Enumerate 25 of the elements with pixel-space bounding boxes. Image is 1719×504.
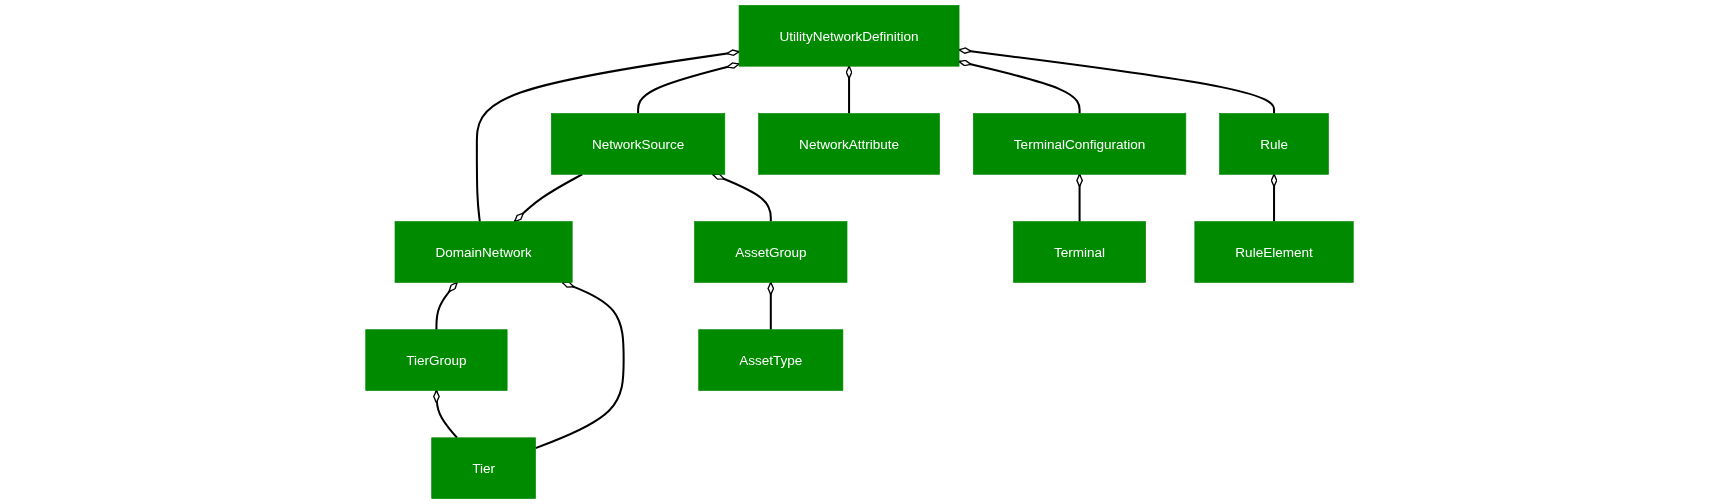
node-box: AssetGroup <box>694 221 848 283</box>
node-box: NetworkSource <box>551 113 726 175</box>
node-box: Terminal <box>1013 221 1146 283</box>
node-box: TierGroup <box>365 329 508 391</box>
connector <box>958 47 1276 114</box>
connector <box>767 281 775 330</box>
connector <box>433 389 458 439</box>
node-box: AssetType <box>698 329 844 391</box>
connector <box>845 65 853 114</box>
connector <box>958 59 1081 114</box>
connector <box>1270 173 1278 222</box>
node-box: UtilityNetworkDefinition <box>738 5 960 67</box>
node-box: NetworkAttribute <box>758 113 940 175</box>
connector <box>475 49 740 222</box>
connector <box>637 62 740 114</box>
connector <box>535 281 625 450</box>
node-box: DomainNetwork <box>394 221 573 283</box>
node-box: Rule <box>1219 113 1329 175</box>
node-box: TerminalConfiguration <box>973 113 1187 175</box>
node-box: Tier <box>431 437 536 499</box>
connector <box>712 173 772 222</box>
connector <box>1076 173 1083 222</box>
connector <box>435 281 458 330</box>
node-box: RuleElement <box>1194 221 1354 283</box>
connector <box>513 173 583 223</box>
